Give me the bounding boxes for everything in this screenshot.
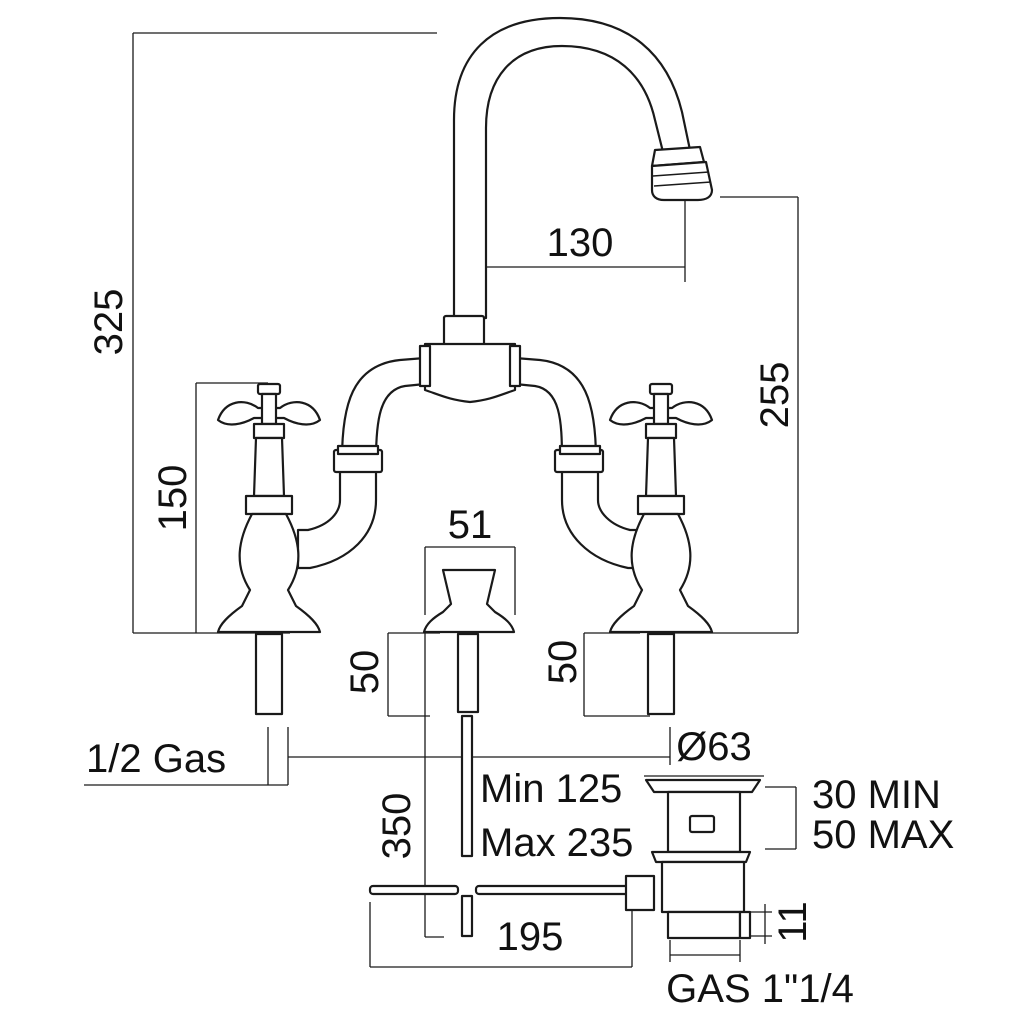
- label-rod-max: Max 235: [480, 821, 633, 865]
- label-rod-min: Min 125: [480, 767, 622, 811]
- label-inlet-thread: 1/2 Gas: [86, 737, 226, 781]
- popup-lever: [368, 874, 656, 912]
- label-thickness-min: 30 MIN: [812, 773, 941, 817]
- label-total-height: 325: [87, 289, 131, 356]
- label-handle-height: 150: [151, 465, 195, 532]
- left-valve: [216, 382, 322, 716]
- label-spout-reach: 130: [547, 221, 614, 265]
- label-spout-height: 255: [753, 362, 797, 429]
- label-pull-rod-length: 350: [375, 793, 419, 860]
- label-waste-thread: GAS 1"1/4: [666, 967, 854, 1011]
- label-popup-knob-width: 51: [448, 503, 493, 547]
- label-shank-length-right: 50: [541, 640, 585, 685]
- right-valve: [608, 382, 714, 716]
- label-waste-offset: 11: [771, 901, 815, 943]
- popup-knob: [422, 568, 516, 938]
- gooseneck-spout: [452, 16, 714, 320]
- basin-waste: [644, 778, 762, 940]
- label-shank-length-center: 50: [343, 650, 387, 695]
- dimension-lines: [84, 32, 799, 968]
- label-lever-length: 195: [497, 915, 564, 959]
- dimension-labels: 325 150 255 130 51 50 50 350 1/2 Gas Ø63…: [86, 221, 954, 1011]
- bridge-body: [296, 314, 642, 570]
- label-thickness-max: 50 MAX: [812, 813, 954, 857]
- label-waste-diameter: Ø63: [676, 725, 752, 769]
